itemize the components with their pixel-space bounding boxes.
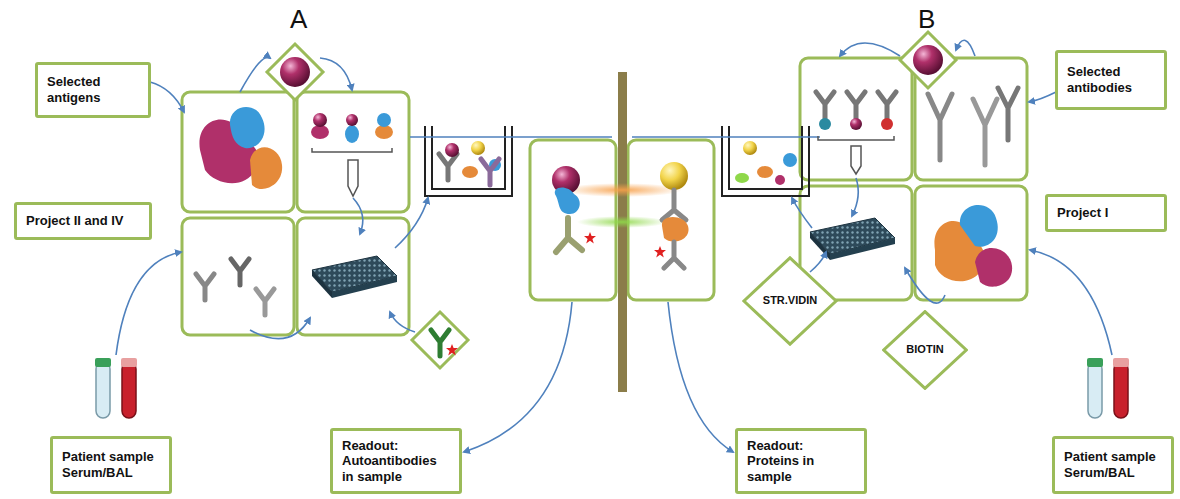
node-label: Patient sample Serum/BAL — [62, 449, 160, 480]
antigen-blobs — [199, 107, 282, 189]
signal-glow — [577, 216, 667, 228]
node-label: Readout: Autoantibodies in sample — [342, 438, 450, 485]
node-label: STR.VIDIN — [763, 294, 817, 307]
label-box: Readout: Proteins in sample — [735, 428, 867, 494]
liquid-line — [632, 136, 820, 138]
node-label: Selected antibodies — [1067, 64, 1155, 95]
node-label: Selected antigens — [47, 74, 139, 105]
node-label: Project I — [1057, 205, 1108, 221]
protein-blobs — [934, 205, 1012, 287]
label-box: Selected antibodies — [1055, 50, 1167, 110]
sample-tubes — [95, 358, 137, 418]
coupled-antibodies — [816, 92, 896, 174]
microplate — [810, 218, 895, 260]
label-diamond: STR.VIDIN — [742, 256, 838, 346]
detection-complex — [552, 166, 596, 252]
antibodies — [196, 259, 274, 315]
microplate — [312, 256, 397, 298]
liquid-line — [410, 136, 612, 138]
detection-complex — [654, 162, 689, 268]
sample-tubes — [1087, 358, 1129, 418]
divider-bar — [618, 72, 627, 392]
panel-letter: B — [918, 4, 935, 35]
panel-box — [182, 58, 1027, 335]
label-box: Patient sample Serum/BAL — [50, 436, 172, 494]
symbol-diamond — [267, 32, 956, 368]
node-label: Patient sample Serum/BAL — [1064, 449, 1162, 480]
node-label: Readout: Proteins in sample — [747, 438, 855, 485]
panel-letter: A — [290, 4, 307, 35]
well-content — [439, 141, 797, 185]
label-box: Project II and IV — [14, 202, 152, 240]
label-box: Selected antigens — [35, 62, 151, 118]
label-box: Readout: Autoantibodies in sample — [330, 428, 462, 494]
node-label: BIOTIN — [906, 343, 943, 356]
coupled-beads — [311, 113, 393, 196]
node-label: Project II and IV — [26, 213, 124, 229]
flow-arrow — [116, 40, 1112, 452]
label-diamond: BIOTIN — [882, 310, 968, 390]
label-box: Project I — [1045, 194, 1167, 232]
label-box: Patient sample Serum/BAL — [1052, 436, 1174, 494]
antibodies — [928, 88, 1018, 165]
